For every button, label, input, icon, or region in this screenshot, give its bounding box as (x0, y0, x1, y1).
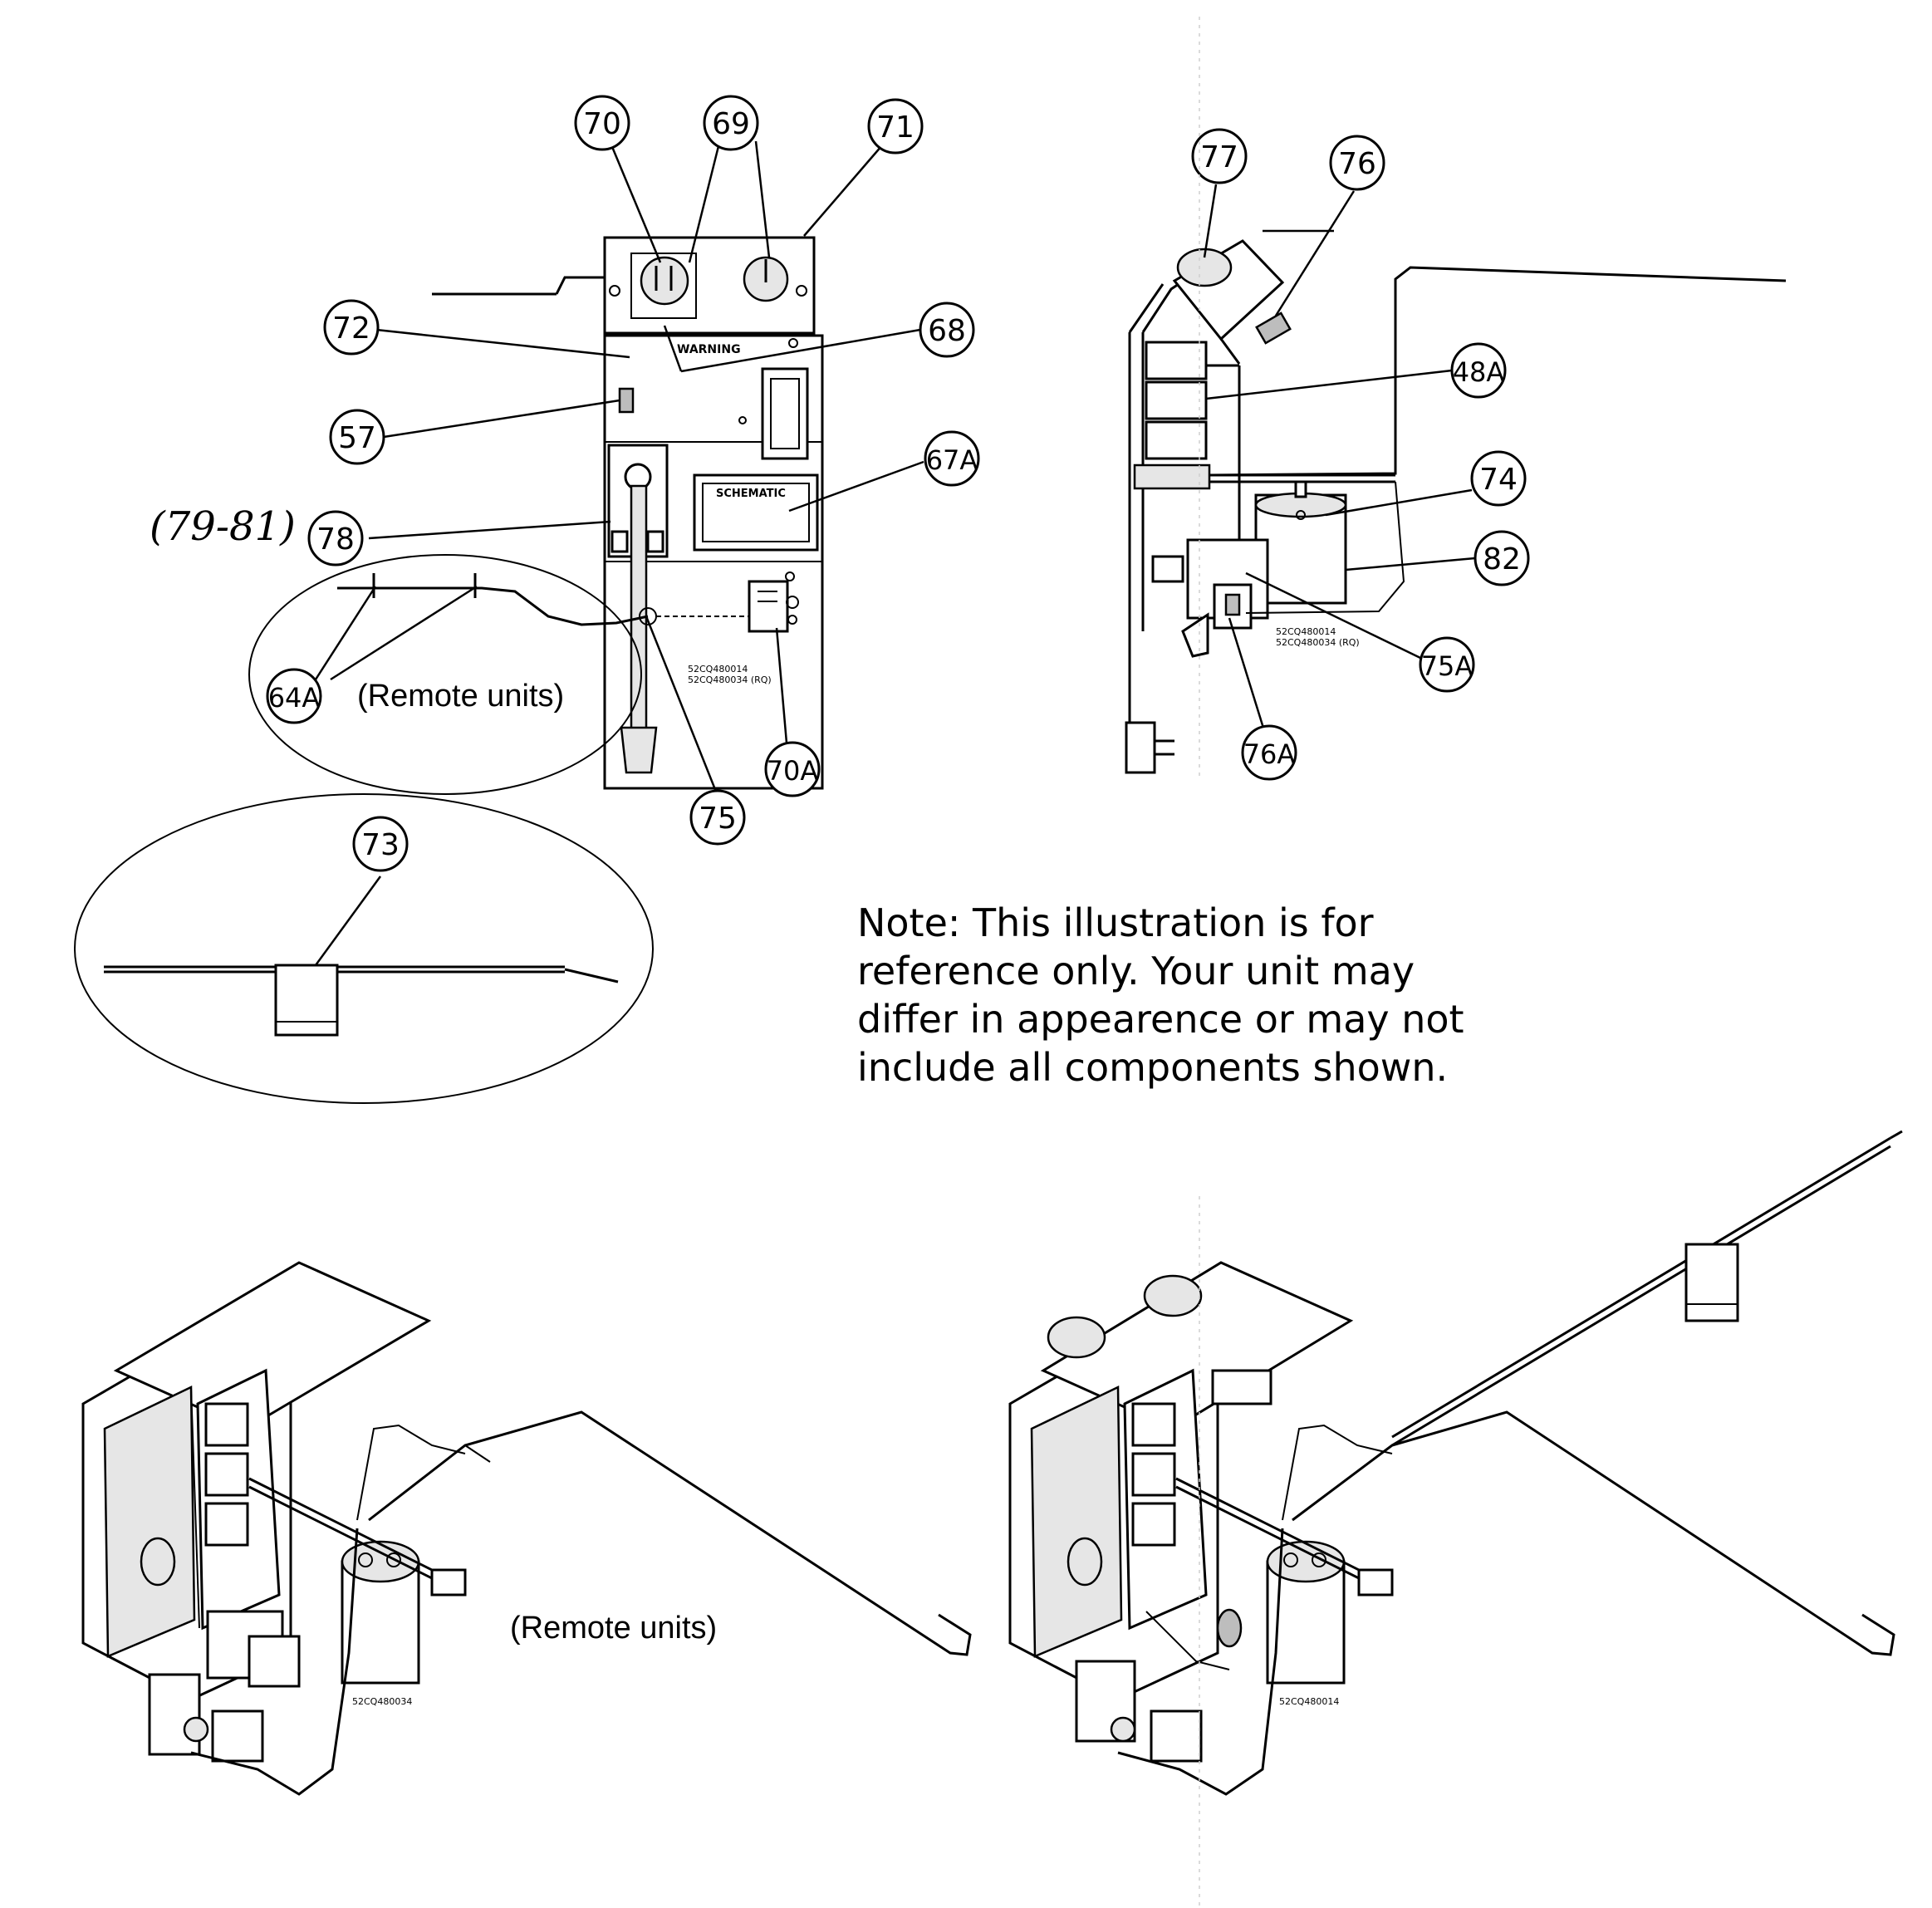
callout-76: 76 (1329, 135, 1385, 191)
callout-82: 82 (1474, 530, 1530, 586)
schematic-label-text: SCHEMATIC (716, 488, 786, 500)
callout-71-label: 71 (876, 110, 915, 145)
callout-74: 74 (1470, 450, 1527, 507)
schematic-label-plate (693, 473, 819, 552)
rocker-switch (618, 387, 635, 414)
callout-76a: 76A (1241, 724, 1297, 781)
panel-window (761, 367, 809, 460)
model-number-right-2: 52CQ480034 (RQ) (1276, 637, 1360, 648)
handwritten-range-note: (79-81) (150, 503, 296, 550)
callout-64a: 64A (266, 668, 322, 724)
callout-69-label: 69 (712, 107, 750, 141)
callout-76-label: 76 (1338, 147, 1376, 181)
front-view-control-panel: WARNING SCHEMATIC 52CQ480014 52CQ48003 (74, 236, 824, 1104)
thermostat-tube (630, 484, 648, 758)
leader-lines-top-right (1203, 184, 1476, 737)
thermostat-bulb (620, 726, 658, 774)
callout-70: 70 (574, 95, 630, 151)
isometric-view-standard: 52CQ480014 (1008, 1130, 1903, 1796)
callout-71: 71 (867, 98, 924, 155)
model-number-left-2: 52CQ480034 (RQ) (688, 674, 772, 685)
callout-70a-label: 70A (767, 755, 819, 787)
terminal-block (748, 580, 789, 633)
side-knob (1176, 248, 1233, 287)
callout-64a-label: 64A (268, 682, 321, 714)
callout-70-label: 70 (583, 107, 621, 141)
bulb-detail-ellipse (74, 793, 654, 1104)
relay-1 (1145, 341, 1208, 380)
model-number-right-1: 52CQ480014 (1276, 626, 1336, 637)
remote-units-label-top: (Remote units) (357, 679, 564, 714)
callout-57: 57 (329, 409, 385, 465)
iso-bulb-clip (1684, 1243, 1739, 1322)
remote-units-label-bottom: (Remote units) (510, 1611, 717, 1646)
callout-48a: 48A (1450, 342, 1507, 399)
callout-77-label: 77 (1200, 140, 1238, 174)
remote-units-ellipse-top (248, 554, 642, 795)
bracket-screw-right (796, 285, 807, 297)
knob-left (640, 256, 689, 306)
callout-72-label: 72 (332, 311, 370, 346)
relay-3 (1145, 420, 1208, 460)
iso-left-model-number: 52CQ480034 (352, 1696, 412, 1707)
callout-75: 75 (689, 789, 746, 846)
side-thermostat-body (1133, 464, 1211, 490)
reference-note: Note: This illustration is for reference… (857, 900, 1464, 1090)
callout-70a: 70A (764, 741, 821, 797)
isometric-view-remote: 52CQ480034 (Remote units) (81, 1261, 972, 1796)
warning-label: WARNING (677, 343, 741, 356)
callout-72: 72 (323, 299, 380, 356)
knob-mount-plate (630, 253, 697, 319)
callout-78: 78 (307, 510, 364, 567)
callout-75-label: 75 (699, 802, 737, 836)
callout-68-label: 68 (928, 314, 966, 348)
model-number-left-1: 52CQ480014 (688, 664, 748, 674)
bracket-screw-left (609, 285, 620, 297)
bulb-clip (274, 964, 339, 1037)
callout-57-label: 57 (338, 421, 376, 455)
callout-75a: 75A (1419, 636, 1475, 693)
callout-78-label: 78 (316, 522, 355, 557)
callout-77: 77 (1191, 128, 1248, 184)
callout-67a: 67A (924, 430, 980, 487)
callout-74-label: 74 (1479, 463, 1518, 497)
iso-right-model-number: 52CQ480014 (1279, 1696, 1339, 1707)
callout-75a-label: 75A (1421, 650, 1474, 682)
side-bracket-flap (1181, 612, 1209, 658)
callout-76a-label: 76A (1243, 738, 1296, 770)
power-plug (1125, 721, 1156, 774)
callout-69: 69 (703, 95, 759, 151)
callout-48a-label: 48A (1453, 356, 1505, 388)
relay-2 (1145, 380, 1208, 420)
callout-67a-label: 67A (926, 444, 978, 476)
callout-73-label: 73 (361, 828, 400, 862)
callout-73: 73 (352, 816, 409, 872)
side-view-control-box: 52CQ480014 52CQ480034 (RQ) (1125, 239, 1787, 774)
leader-lines-top-left (314, 140, 924, 966)
callout-82-label: 82 (1483, 542, 1521, 576)
callout-68: 68 (919, 302, 975, 358)
